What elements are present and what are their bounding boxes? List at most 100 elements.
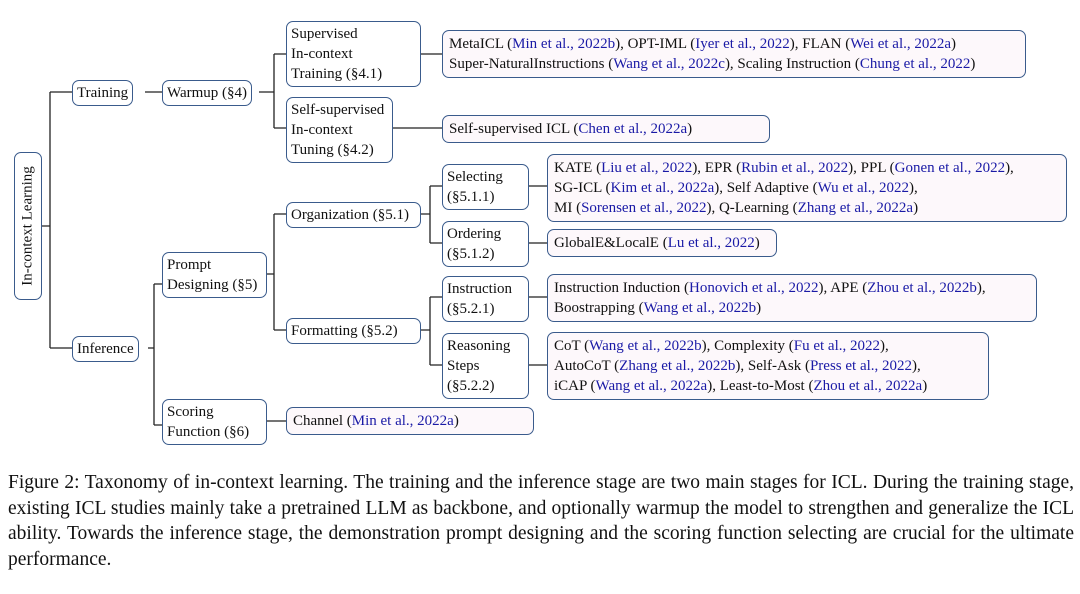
leaf-line: MetaICL (Min et al., 2022b), OPT-IML (Iy… <box>449 34 1019 54</box>
node-instruction-line: (§5.2.1) <box>447 301 495 317</box>
leaf-text: ), Scaling Instruction ( <box>724 56 860 72</box>
leaf-text: ), PPL ( <box>848 160 895 176</box>
leaf-text: KATE ( <box>554 160 602 176</box>
citation: Wang et al., 2022b <box>643 300 757 316</box>
root-label: In-context Learning <box>19 166 36 286</box>
citation: Rubin et al., 2022 <box>741 160 849 176</box>
leaf-text: iCAP ( <box>554 378 596 394</box>
node-selfsup-line: Self-supervised <box>291 102 385 118</box>
citation: Sorensen et al., 2022 <box>581 200 707 216</box>
leaf-text: ), <box>909 180 918 196</box>
node-selecting-line: Selecting <box>447 169 503 185</box>
node-ordering-line: (§5.1.2) <box>447 246 495 262</box>
citation: Chung et al., 2022 <box>859 56 971 72</box>
citation: Wu et al., 2022 <box>817 180 910 196</box>
leaf-text: ), OPT-IML ( <box>615 36 696 52</box>
node-reasoning-line: Steps <box>447 358 480 374</box>
node-supervised-line: Training (§4.1) <box>291 66 383 82</box>
node-reasoning-line: Reasoning <box>447 338 511 354</box>
leaf-text: MetaICL ( <box>449 36 513 52</box>
leaf-text: ) <box>687 121 693 137</box>
node-inference-label: Inference <box>77 341 134 357</box>
leaf-text: AutoCoT ( <box>554 358 620 374</box>
citation: Liu et al., 2022 <box>601 160 693 176</box>
leaf-text: ) <box>951 36 957 52</box>
leaf-line: MI (Sorensen et al., 2022), Q-Learning (… <box>554 198 1060 218</box>
citation: Min et al., 2022b <box>512 36 616 52</box>
leaf-text: ) <box>913 200 919 216</box>
node-warmup-label: Warmup (§4) <box>167 85 248 101</box>
leaf-text: ), Q-Learning ( <box>706 200 798 216</box>
leaf-text: Channel ( <box>293 413 352 429</box>
node-training: Training <box>72 80 134 106</box>
citation: Iyer et al., 2022 <box>695 36 790 52</box>
node-reasoning: Reasoning Steps (§5.2.2) <box>442 333 529 399</box>
leaf-text: ), <box>880 338 889 354</box>
node-selfsup-line: Tuning (§4.2) <box>291 142 374 158</box>
leaf-text: ), Complexity ( <box>701 338 794 354</box>
citation: Zhou et al., 2022b <box>867 280 977 296</box>
node-inference: Inference <box>72 336 139 362</box>
citation: Zhang et al., 2022b <box>619 358 736 374</box>
leaf-text: ), Self-Ask ( <box>735 358 810 374</box>
node-scoring-line: Function (§6) <box>167 424 250 440</box>
leaf-selecting: KATE (Liu et al., 2022), EPR (Rubin et a… <box>547 154 1067 222</box>
leaf-text: Super-NaturalInstructions ( <box>449 56 614 72</box>
citation: Kim et al., 2022a <box>610 180 715 196</box>
node-formatting: Formatting (§5.2) <box>286 318 421 344</box>
leaf-text: ), Self Adaptive ( <box>714 180 818 196</box>
leaf-text: ), FLAN ( <box>789 36 851 52</box>
root-node: In-context Learning <box>14 152 42 300</box>
node-instruction: Instruction (§5.2.1) <box>442 276 529 322</box>
node-ordering-line: Ordering <box>447 226 502 242</box>
citation: Wang et al., 2022b <box>589 338 702 354</box>
node-instruction-line: Instruction <box>447 281 512 297</box>
node-organization: Organization (§5.1) <box>286 202 421 228</box>
citation: Wang et al., 2022a <box>595 378 708 394</box>
node-supervised-line: In-context <box>291 46 353 62</box>
citation: Wei et al., 2022a <box>850 36 952 52</box>
leaf-line: Channel (Min et al., 2022a) <box>293 411 527 431</box>
leaf-text: ) <box>922 378 928 394</box>
leaf-text: SG-ICL ( <box>554 180 611 196</box>
leaf-text: ) <box>756 300 762 316</box>
node-supervised-line: Supervised <box>291 26 358 42</box>
node-organization-label: Organization (§5.1) <box>291 207 410 223</box>
leaf-text: ), <box>912 358 921 374</box>
leaf-line: Boostrapping (Wang et al., 2022b) <box>554 298 1030 318</box>
leaf-text: ), Least-to-Most ( <box>707 378 814 394</box>
leaf-text: Self-supervised ICL ( <box>449 121 579 137</box>
node-training-label: Training <box>77 85 129 101</box>
node-scoring: Scoring Function (§6) <box>162 399 267 445</box>
leaf-selfsup: Self-supervised ICL (Chen et al., 2022a) <box>442 115 770 143</box>
leaf-line: KATE (Liu et al., 2022), EPR (Rubin et a… <box>554 158 1060 178</box>
leaf-instruction: Instruction Induction (Honovich et al., … <box>547 274 1037 322</box>
figure-caption: Figure 2: Taxonomy of in-context learnin… <box>8 472 1074 570</box>
leaf-line: GlobalE&LocalE (Lu et al., 2022) <box>554 233 770 253</box>
citation: Honovich et al., 2022 <box>688 280 819 296</box>
leaf-text: ) <box>453 413 459 429</box>
node-prompt-line: Prompt <box>167 257 212 273</box>
node-supervised: Supervised In-context Training (§4.1) <box>286 21 421 87</box>
leaf-line: SG-ICL (Kim et al., 2022a), Self Adaptiv… <box>554 178 1060 198</box>
leaf-text: ) <box>970 56 976 72</box>
leaf-text: ), EPR ( <box>692 160 742 176</box>
leaf-text: GlobalE&LocalE ( <box>554 235 668 251</box>
leaf-text: CoT ( <box>554 338 590 354</box>
leaf-text: ) <box>754 235 760 251</box>
leaf-reasoning: CoT (Wang et al., 2022b), Complexity (Fu… <box>547 332 989 400</box>
node-prompt: Prompt Designing (§5) <box>162 252 267 298</box>
citation: Lu et al., 2022 <box>667 235 755 251</box>
citation: Min et al., 2022a <box>351 413 454 429</box>
citation: Gonen et al., 2022 <box>894 160 1006 176</box>
leaf-text: MI ( <box>554 200 582 216</box>
leaf-line: AutoCoT (Zhang et al., 2022b), Self-Ask … <box>554 356 982 376</box>
leaf-text: ), <box>976 280 986 296</box>
node-reasoning-line: (§5.2.2) <box>447 378 495 394</box>
citation: Wang et al., 2022c <box>613 56 725 72</box>
leaf-supervised: MetaICL (Min et al., 2022b), OPT-IML (Iy… <box>442 30 1026 78</box>
node-scoring-line: Scoring <box>167 404 214 420</box>
leaf-line: Super-NaturalInstructions (Wang et al., … <box>449 54 1019 74</box>
leaf-line: Instruction Induction (Honovich et al., … <box>554 278 1030 298</box>
node-prompt-line: Designing (§5) <box>167 277 258 293</box>
